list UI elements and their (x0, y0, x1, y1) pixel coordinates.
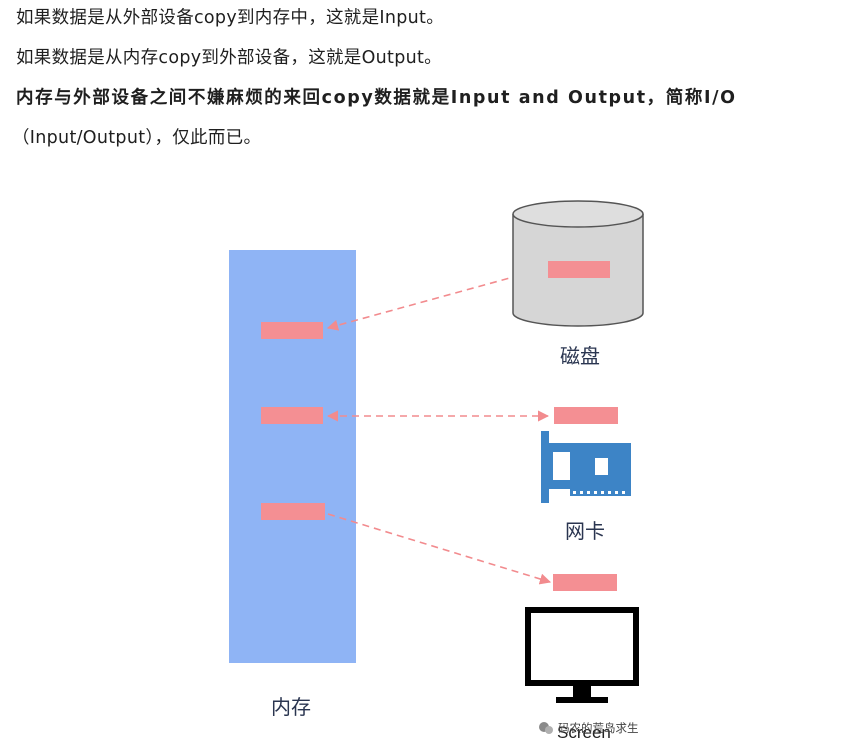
disk-cylinder-icon (512, 200, 644, 327)
paragraph-line-io-bold: 内存与外部设备之间不嫌麻烦的来回copy数据就是Input and Output… (16, 88, 737, 108)
arrow-disk-to-memory (326, 267, 547, 331)
arrow-memory-to-screen (327, 513, 552, 585)
disk-data-block (548, 261, 610, 278)
paragraph-line-io-note: （Input/Output），仅此而已。 (12, 128, 262, 148)
monitor-icon (525, 607, 639, 703)
memory-label: 内存 (271, 695, 311, 719)
memory-data-block (261, 407, 323, 424)
watermark-text: 码农的荒岛求生 (558, 721, 639, 735)
memory-bar (229, 250, 356, 663)
nic-data-block (554, 407, 618, 424)
disk-label: 磁盘 (560, 344, 600, 368)
wechat-icon (539, 722, 553, 734)
paragraph-line-input: 如果数据是从外部设备copy到内存中，这就是Input。 (16, 8, 445, 28)
memory-data-block (261, 503, 325, 520)
nic-label: 网卡 (565, 519, 605, 543)
screen-data-block (553, 574, 617, 591)
paragraph-line-output: 如果数据是从内存copy到外部设备，这就是Output。 (16, 48, 442, 68)
memory-data-block (261, 322, 323, 339)
network-card-icon (541, 431, 631, 503)
screen-label: Screen (557, 723, 611, 742)
